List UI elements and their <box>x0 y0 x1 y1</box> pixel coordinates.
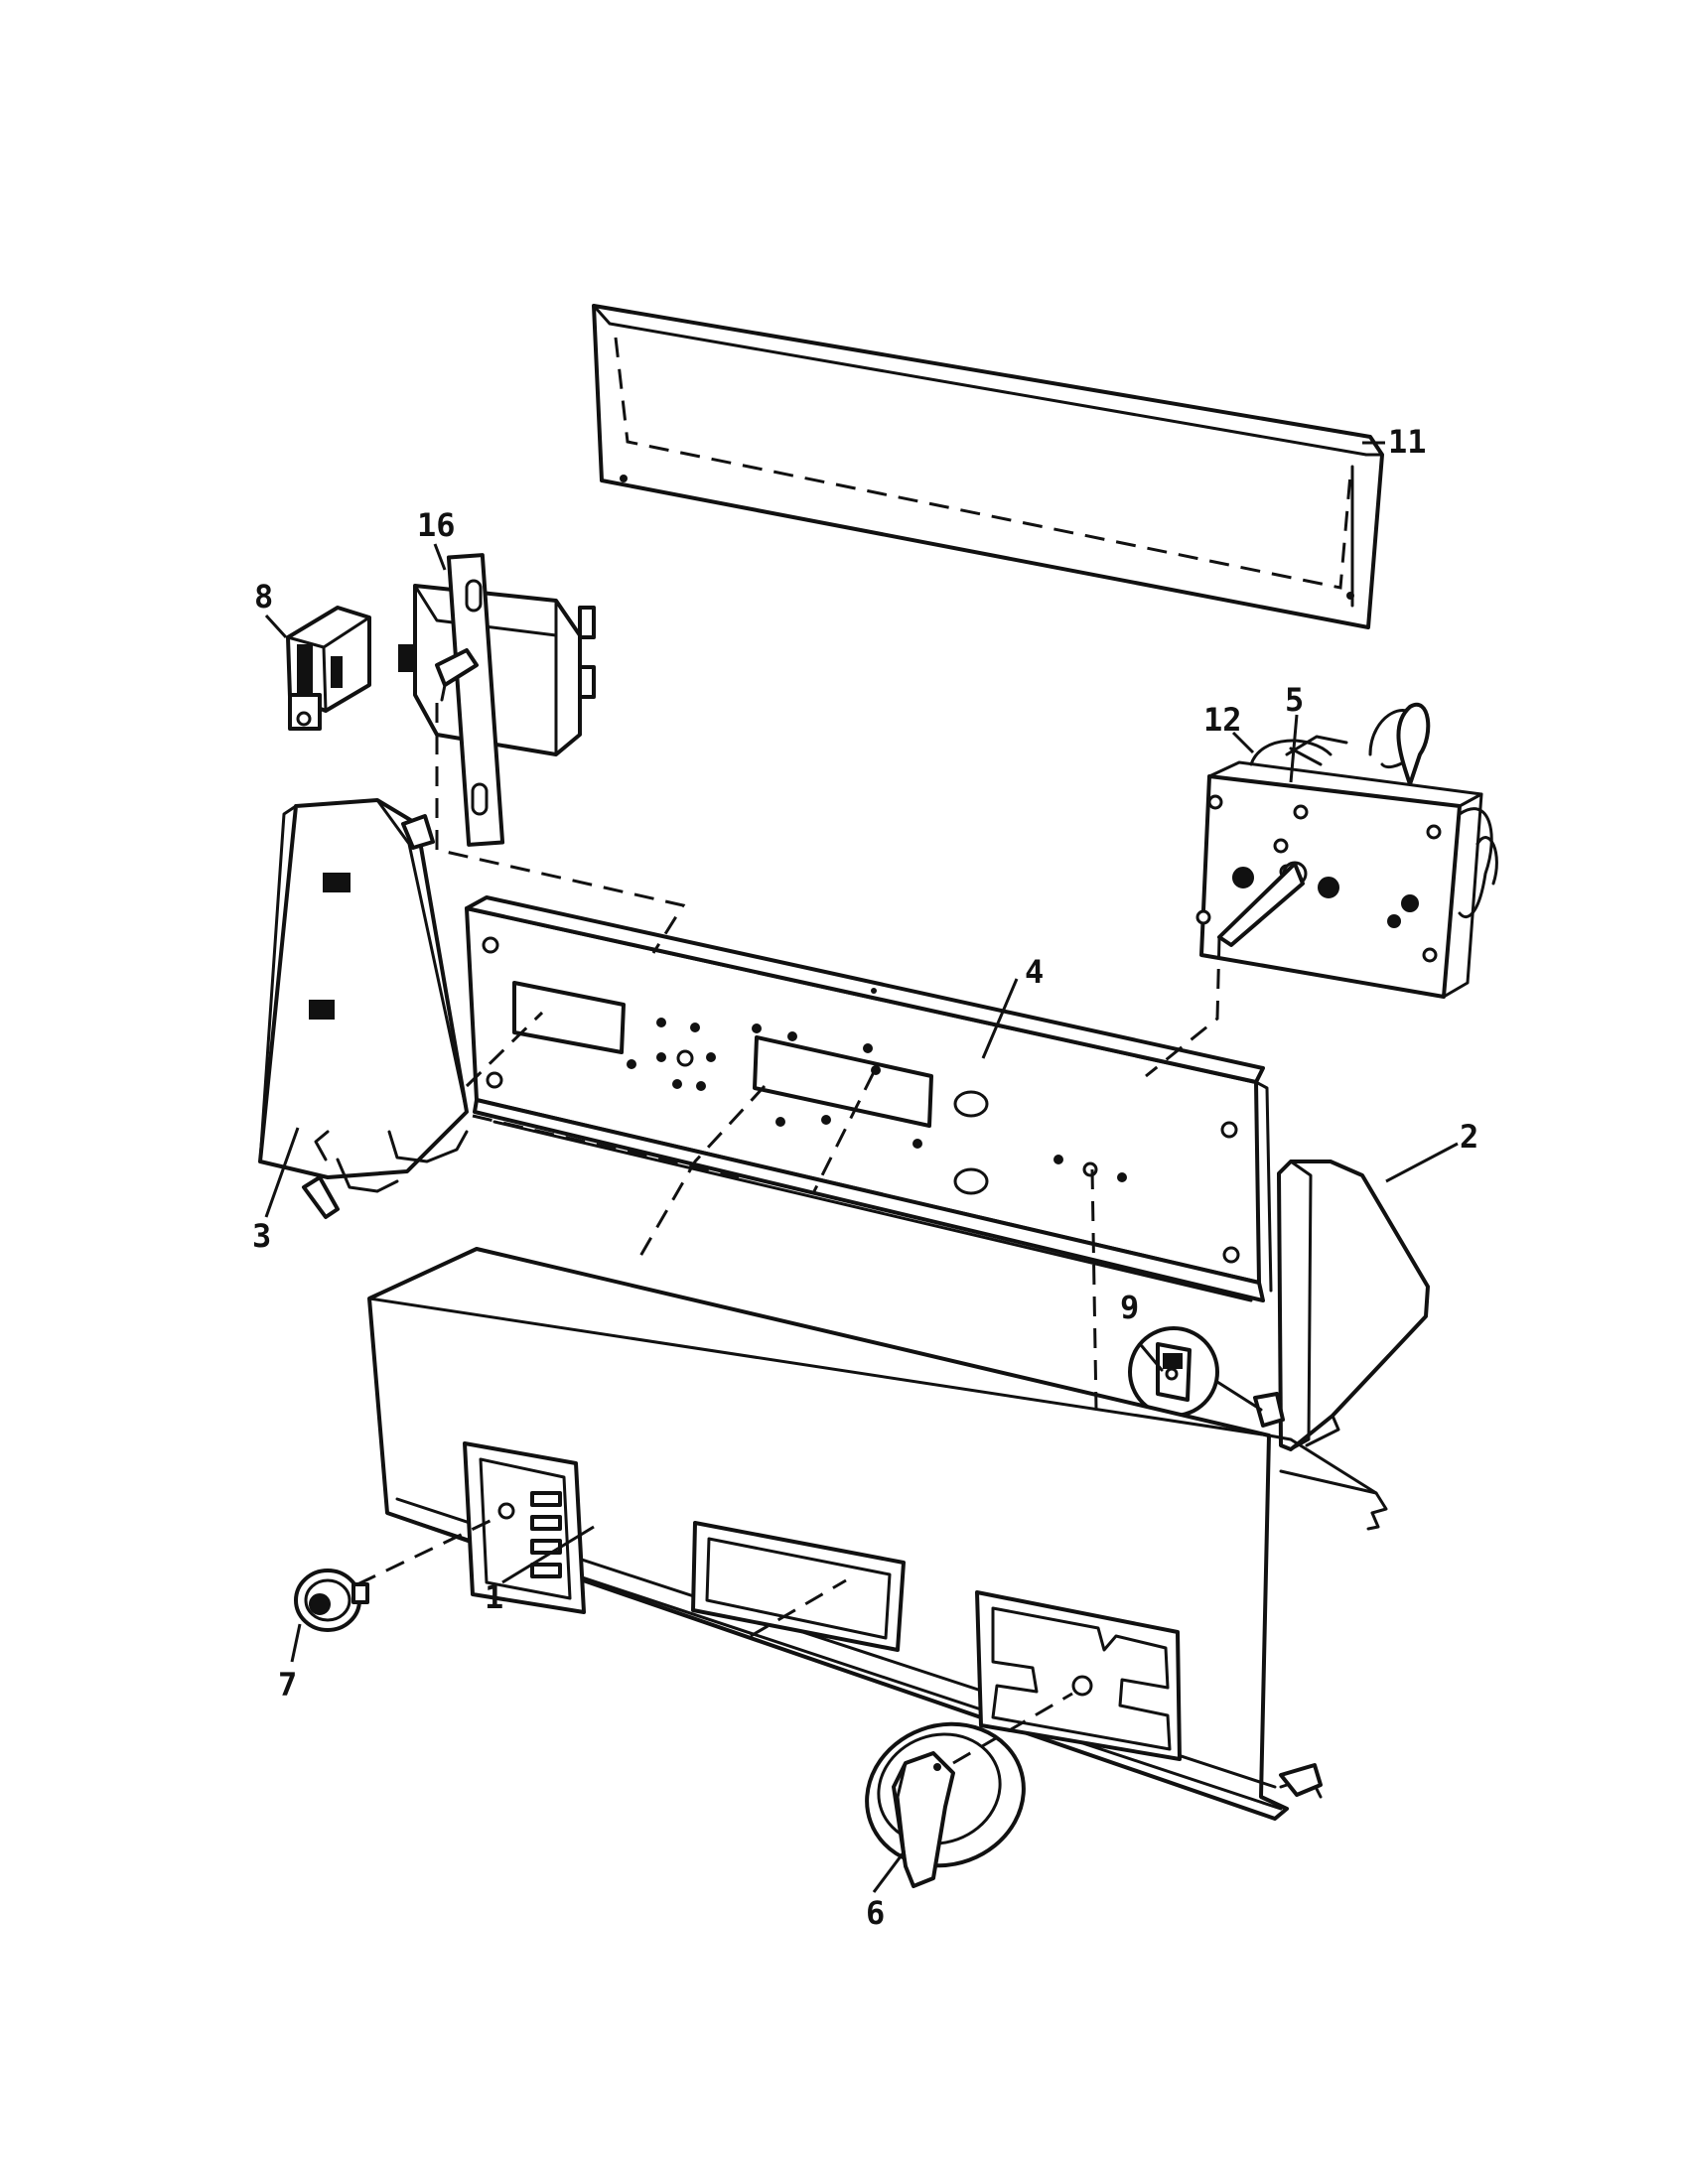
callout-5: 5 <box>1285 681 1304 719</box>
part-3-left-bracket <box>258 798 469 1219</box>
part-2-right-bracket <box>1253 1160 1430 1451</box>
callout-6: 6 <box>866 1894 885 1932</box>
part-5-timer <box>1195 702 1498 999</box>
part-6-large-knob <box>865 1721 1026 1888</box>
part-16-switch <box>398 553 596 847</box>
callout-4: 4 <box>1025 953 1044 991</box>
assembly-lines <box>356 703 1221 1765</box>
callout-12: 12 <box>1203 701 1242 739</box>
callout-1: 1 <box>485 1578 503 1616</box>
callout-11: 11 <box>1388 423 1427 461</box>
callout-2: 2 <box>1460 1118 1478 1156</box>
part-8-relay <box>286 606 371 731</box>
part-11-top-panel <box>592 304 1384 629</box>
callout-labels: 11 16 8 12 5 4 2 3 9 1 7 6 <box>252 423 1478 1932</box>
callout-9: 9 <box>1120 1289 1139 1326</box>
callout-3: 3 <box>252 1217 271 1255</box>
part-9-detail <box>1128 1326 1263 1418</box>
callout-16: 16 <box>417 506 456 544</box>
part-4-control-panel <box>465 895 1273 1302</box>
callout-8: 8 <box>254 578 273 615</box>
part-7-small-knob <box>294 1569 369 1632</box>
part-1-front-panel <box>367 1247 1388 1821</box>
leader-lines <box>264 441 1459 1893</box>
callout-7: 7 <box>278 1666 297 1704</box>
